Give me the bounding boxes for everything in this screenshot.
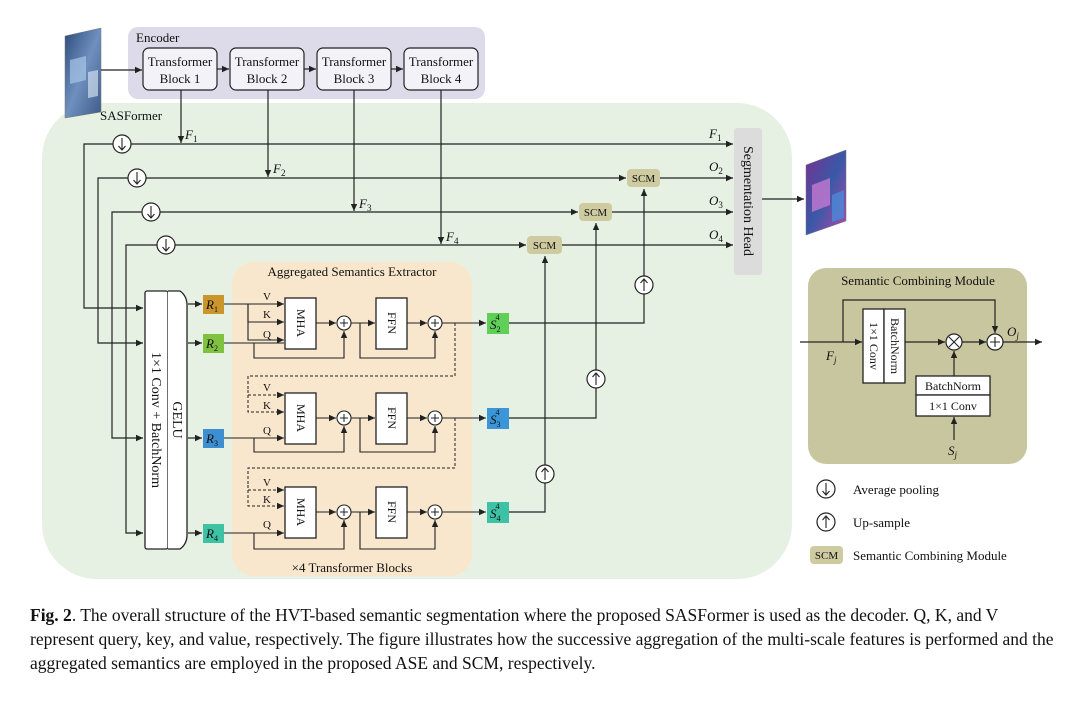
svg-text:SCM: SCM [533, 240, 556, 252]
f3-label: F3 [358, 196, 372, 213]
ase-footer: ×4 Transformer Blocks [292, 560, 413, 575]
f1-label: F1 [184, 127, 197, 144]
legend-scm-swatch [810, 546, 843, 564]
mha-label: MHA [294, 309, 308, 337]
ffn-label: FFN [385, 501, 399, 523]
transformer-block-3: Transformer Block 3 [316, 47, 392, 91]
ase-transformer-block-1: V K Q MHA FFN [224, 291, 486, 390]
upsample-node [634, 275, 654, 295]
ase-title: Aggregated Semantics Extractor [268, 264, 438, 279]
q-label: Q [263, 329, 271, 341]
avg-pooling-icon [816, 479, 836, 499]
mha-label: MHA [294, 404, 308, 432]
scm-module-title: Semantic Combining Module [841, 273, 995, 288]
transformer-block-2-line1: Transformer [235, 54, 300, 69]
v-label: V [263, 291, 271, 303]
legend-avg-pooling: Average pooling [853, 482, 940, 497]
transformer-block-1-line2: Block 1 [160, 71, 201, 86]
caption-fig-label: Fig. 2 [30, 605, 72, 625]
scm-input-s: Sj [948, 443, 958, 460]
transformer-block-4-line1: Transformer [409, 54, 474, 69]
segmentation-head-label: Segmentation Head [740, 146, 755, 256]
v-label: V [263, 382, 271, 394]
f2-label: F2 [272, 161, 285, 178]
scm-module-diagram: Fj 1×1 Conv BatchNorm Oj BatchNorm 1×1 C… [800, 299, 1042, 460]
encoder-title: Encoder [136, 30, 180, 45]
figure-caption: Fig. 2. The overall structure of the HVT… [30, 603, 1060, 675]
gelu-label: GELU [169, 401, 184, 438]
svg-text:R2: R2 [205, 336, 218, 353]
scm-batchnorm-label: BatchNorm [888, 318, 902, 375]
transformer-block-4-line2: Block 4 [421, 71, 462, 86]
s2-label: S24 [487, 313, 509, 334]
scm-batchnorm2-label: BatchNorm [925, 379, 982, 393]
svg-text:SCM: SCM [584, 207, 607, 219]
transformer-block-1-line1: Transformer [148, 54, 213, 69]
svg-text:S24: S24 [490, 313, 501, 334]
svg-text:S44: S44 [490, 502, 501, 523]
avg-pool-node [97, 168, 147, 347]
scm-output-o: Oj [1007, 324, 1019, 341]
k-label: K [263, 400, 271, 412]
avg-pool-node [125, 235, 176, 537]
ffn-label: FFN [385, 312, 399, 334]
mha-label: MHA [294, 498, 308, 526]
k-label: K [263, 494, 271, 506]
ffn-label: FFN [385, 407, 399, 429]
r4-label: R4 [203, 524, 224, 543]
scm-conv-label: 1×1 Conv [867, 322, 881, 370]
scm-box-2: SCM [627, 169, 660, 187]
legend-scm-full: Semantic Combining Module [853, 548, 1007, 563]
s4-label: S44 [487, 502, 509, 523]
scm-box-4: SCM [527, 236, 562, 254]
output-f1-label: F1 [708, 126, 721, 143]
svg-text:S34: S34 [490, 408, 501, 429]
upsample-node [535, 464, 555, 484]
conv-batchnorm-label: 1×1 Conv + BatchNorm [148, 352, 163, 488]
scm-module-region [808, 268, 1027, 464]
transformer-block-1: Transformer Block 1 [142, 47, 218, 91]
output-o2-label: O2 [709, 159, 723, 176]
gelu-block: GELU [168, 290, 188, 550]
r1-label: R1 [203, 295, 224, 314]
output-image [805, 149, 847, 236]
legend: Average pooling Up-sample SCM Semantic C… [810, 479, 1007, 564]
avg-pool-node [83, 134, 143, 312]
transformer-block-2: Transformer Block 2 [229, 47, 305, 91]
v-label: V [263, 477, 271, 489]
r3-label: R3 [203, 429, 224, 448]
transformer-block-4: Transformer Block 4 [403, 47, 479, 91]
architecture-diagram: Encoder Transformer Block 1 Transformer … [42, 27, 1042, 579]
svg-text:R1: R1 [205, 297, 218, 314]
input-image [64, 27, 102, 119]
conv-batchnorm-block: 1×1 Conv + BatchNorm [144, 290, 169, 550]
caption-text: . The overall structure of the HVT-based… [30, 605, 1054, 673]
ase-transformer-block-2: V K Q MHA FFN [224, 382, 486, 485]
r2-label: R2 [203, 334, 224, 353]
output-o3-label: O3 [709, 193, 723, 210]
transformer-block-3-line1: Transformer [322, 54, 387, 69]
sasformer-title: SASFormer [100, 108, 163, 123]
transformer-block-2-line2: Block 2 [247, 71, 288, 86]
k-label: K [263, 309, 271, 321]
scm-box-3: SCM [579, 203, 612, 221]
avg-pool-node [111, 202, 161, 442]
f4-label: F4 [445, 229, 459, 246]
ase-transformer-block-3: V K Q MHA FFN [224, 477, 486, 550]
svg-text:R3: R3 [205, 431, 218, 448]
output-o4-label: O4 [709, 227, 723, 244]
s3-label: S34 [487, 408, 509, 429]
scm-input-f: Fj [825, 348, 837, 365]
segmentation-head: Segmentation Head [734, 128, 762, 275]
svg-text:R4: R4 [205, 526, 218, 543]
transformer-block-3-line2: Block 3 [334, 71, 375, 86]
upsample-node [586, 369, 606, 389]
q-label: Q [263, 425, 271, 437]
legend-upsample: Up-sample [853, 515, 910, 530]
scm-conv2-label: 1×1 Conv [929, 399, 977, 413]
q-label: Q [263, 519, 271, 531]
legend-scm-short: SCM [815, 550, 838, 562]
svg-text:SCM: SCM [632, 173, 655, 185]
upsample-icon [816, 512, 836, 532]
